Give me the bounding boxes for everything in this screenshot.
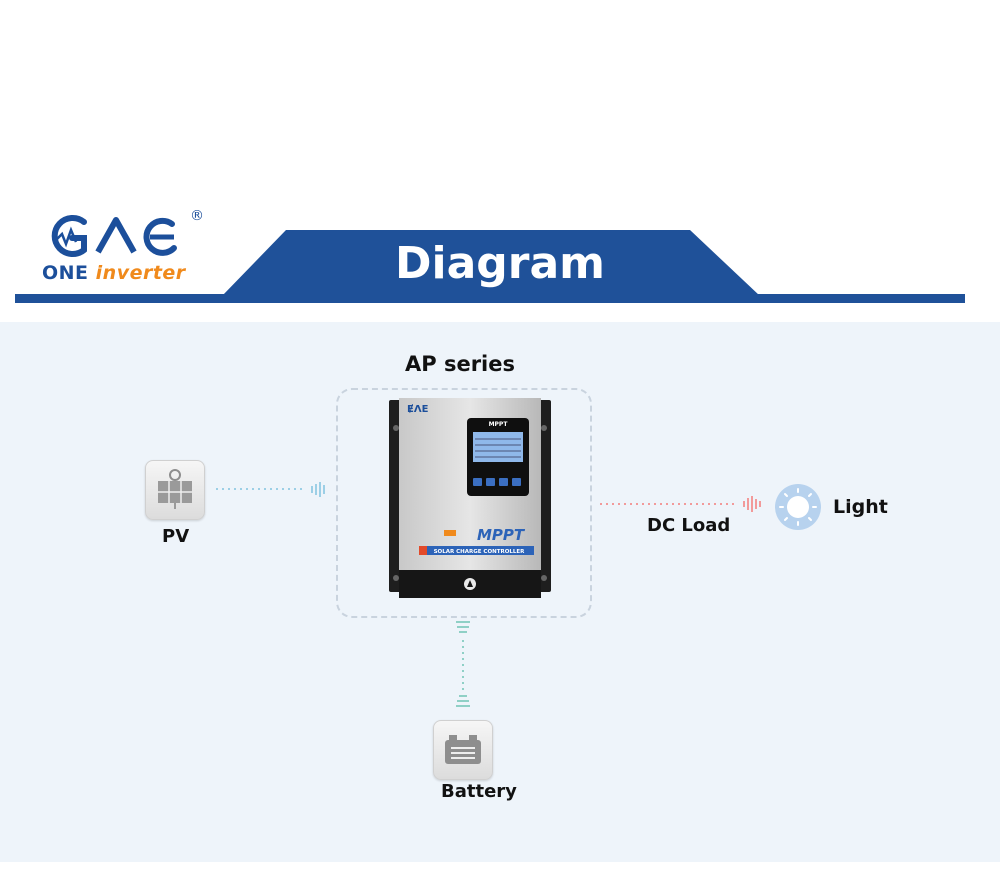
svg-text:SOLAR CHARGE CONTROLLER: SOLAR CHARGE CONTROLLER [434,549,526,555]
pv-connection-line [216,482,325,497]
svg-text:MPPT: MPPT [477,526,526,544]
brand-name: ONE inverter [42,262,186,284]
battery-connection-line [456,621,470,707]
title-banner [15,230,965,303]
page-title: Diagram [394,238,606,289]
pv-node [145,460,205,520]
dc-load-connection-line [600,496,761,512]
registered-mark: ® [190,208,204,224]
device-panel-title: MPPT [489,421,509,428]
solar-panel-icon [158,469,192,509]
battery-node [433,720,493,780]
svg-text:ɆɅE: ɆɅE [407,403,429,415]
brand-name-inverter: inverter [95,262,186,284]
light-label: Light [833,496,888,518]
charge-controller-device: ɆɅE MPPT MPPT SOLAR CHARGE CONTROLLER [389,398,551,598]
header: ® ONE inverter Diagram [0,0,1000,320]
pv-label: PV [162,526,190,547]
dc-load-label: DC Load [647,515,731,536]
battery-icon [445,735,481,764]
controller-frame [336,388,592,618]
battery-label: Battery [441,781,517,802]
brand-mark-icon [51,215,177,257]
series-title: AP series [405,352,515,376]
light-node [775,484,821,530]
brand-logo: ® ONE inverter [40,208,210,292]
light-bulb-icon [779,488,817,526]
brand-name-one: ONE [42,262,96,284]
